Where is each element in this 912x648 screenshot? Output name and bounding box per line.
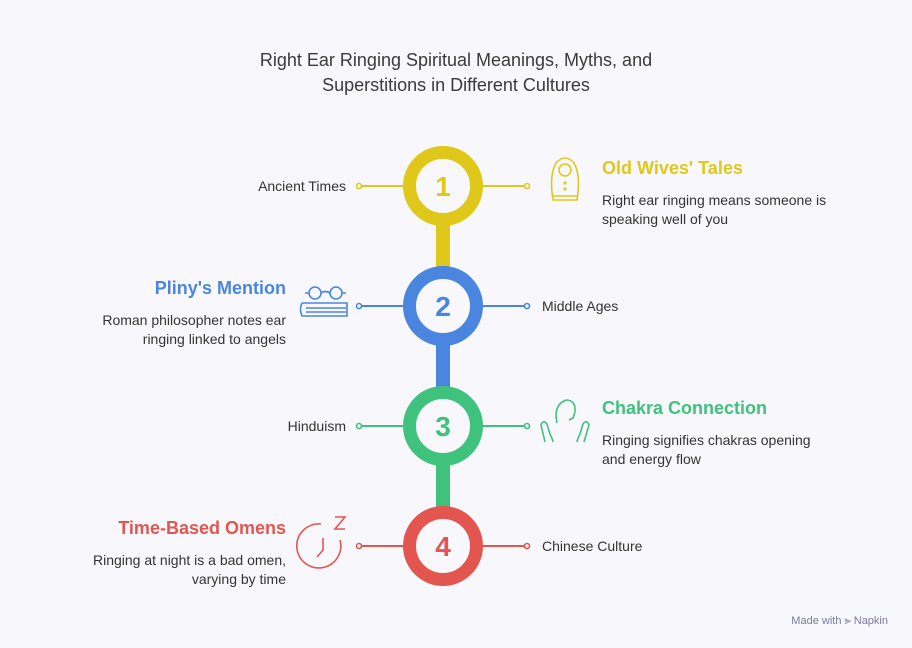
description-chakra-connection: Ringing signifies chakras opening and en…	[602, 432, 811, 467]
left-connector-dot	[355, 422, 363, 430]
step-number: 1	[435, 171, 451, 202]
heading-chakra-connection: Chakra Connection	[602, 398, 768, 418]
heading-old-wives-tales: Old Wives' Tales	[602, 158, 743, 178]
connector-3-4	[436, 464, 450, 508]
step-circle	[403, 266, 483, 346]
left-connector-dot	[355, 542, 363, 550]
left-connector-dot	[355, 302, 363, 310]
clock-sleep-icon	[296, 516, 347, 569]
right-connector-dot	[523, 182, 531, 190]
diagram-title: Right Ear Ringing Spiritual Meanings, My…	[0, 48, 912, 98]
made-with-napkin-badge[interactable]: Made with ⪢ Napkin	[791, 615, 888, 627]
step-circle	[403, 146, 483, 226]
matryoshka-doll-icon	[550, 157, 580, 201]
right-connector-dot	[523, 542, 531, 550]
era-label-hinduism: Hinduism	[287, 418, 346, 434]
title-line-2: Superstitions in Different Cultures	[322, 75, 590, 95]
glasses-book-icon	[299, 286, 348, 317]
heading-plinys-mention: Pliny's Mention	[154, 278, 286, 298]
description-old-wives-tales: Right ear ringing means someone is speak…	[602, 192, 827, 227]
description-plinys-mention: Roman philosopher notes ear ringing link…	[102, 312, 286, 347]
step-circle	[403, 506, 483, 586]
connector-1-2	[436, 224, 450, 268]
step-number: 4	[435, 531, 451, 562]
era-label-middle-ages: Middle Ages	[542, 298, 619, 314]
left-connector-dot	[355, 182, 363, 190]
description-time-based-omens: Ringing at night is a bad omen, varying …	[92, 552, 286, 587]
step-number: 3	[435, 411, 451, 442]
connector-2-3	[436, 344, 450, 388]
title-line-1: Right Ear Ringing Spiritual Meanings, My…	[259, 50, 653, 70]
step-number: 2	[435, 291, 451, 322]
era-label-chinese-culture: Chinese Culture	[542, 538, 643, 554]
right-connector-dot	[523, 422, 531, 430]
meditation-hands-icon	[540, 399, 590, 443]
right-connector-dot	[523, 302, 531, 310]
era-label-ancient-times: Ancient Times	[258, 178, 346, 194]
step-circle	[403, 386, 483, 466]
heading-time-based-omens: Time-Based Omens	[118, 518, 286, 538]
